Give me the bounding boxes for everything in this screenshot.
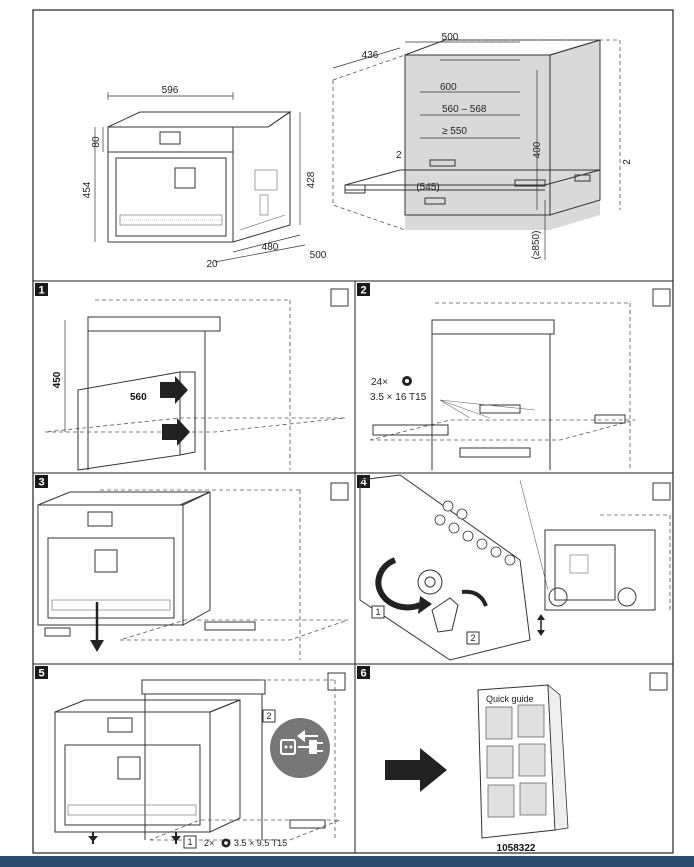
sub-step-box xyxy=(371,605,385,619)
step-4-panel: 4 1 2 xyxy=(357,474,671,661)
booklet-title: Quick guide xyxy=(486,694,534,704)
step-checkbox[interactable] xyxy=(649,672,668,691)
document-code: 1058322 xyxy=(497,843,536,854)
dim-label: 500 xyxy=(310,250,327,261)
step-6-panel: 6 Quick guide 1058322 xyxy=(357,666,668,854)
dim-label: 450 xyxy=(52,371,63,388)
appliance-drawing: 596 454 80 428 480 500 20 xyxy=(82,85,327,270)
dim-label: 480 xyxy=(262,242,279,253)
step-number: 2 xyxy=(360,285,366,297)
step-number: 1 xyxy=(38,285,44,297)
sub-step-box xyxy=(183,835,197,849)
screw-spec: 3.5 × 16 T15 xyxy=(370,392,427,403)
step-number: 6 xyxy=(360,668,366,680)
step-checkbox[interactable] xyxy=(327,672,346,691)
step-checkbox[interactable] xyxy=(652,482,671,501)
niche-drawing: 436 500 600 560 – 568 ≥ 550 400 2 2 (545… xyxy=(332,32,633,260)
dim-label: 500 xyxy=(442,32,459,43)
dim-label: 560 xyxy=(130,392,147,403)
arrow-icon xyxy=(385,748,447,792)
sub-step-label: 2 xyxy=(266,711,271,721)
dim-label: 596 xyxy=(162,85,179,96)
overview-panel: 596 454 80 428 480 500 20 xyxy=(82,32,633,270)
dim-label: 454 xyxy=(82,181,93,198)
step-checkbox[interactable] xyxy=(652,288,671,307)
torx-icon-center xyxy=(405,379,409,383)
step-3-panel: 3 xyxy=(35,475,349,660)
dim-label: 2 xyxy=(396,150,402,161)
step-badge xyxy=(35,666,48,679)
step-badge xyxy=(35,283,48,296)
screw-count: 24× xyxy=(371,377,388,388)
step-number: 5 xyxy=(38,668,44,680)
dim-label: (545) xyxy=(416,182,439,193)
sheet-frame xyxy=(32,9,674,854)
screw-count: 2× xyxy=(204,838,214,848)
dim-label: 20 xyxy=(206,259,218,270)
step-1-panel: 1 450 560 xyxy=(35,283,349,471)
sub-step-label: 1 xyxy=(375,607,380,617)
screw-spec: 3.5 × 9.5 T15 xyxy=(234,838,287,848)
dim-label: 2 xyxy=(622,159,633,165)
step-checkbox[interactable] xyxy=(330,482,349,501)
sub-step-box xyxy=(262,709,276,723)
step-badge xyxy=(357,666,370,679)
sub-step-label: 2 xyxy=(470,633,475,643)
step-number: 3 xyxy=(38,477,44,489)
step-2-panel: 2 24× 3.5 × 16 T15 xyxy=(357,283,671,470)
dim-label: 560 – 568 xyxy=(442,104,487,115)
sub-step-box xyxy=(466,631,480,645)
torx-icon-center xyxy=(224,841,228,845)
step-badge xyxy=(35,475,48,488)
step-checkbox[interactable] xyxy=(330,288,349,307)
dim-label: 600 xyxy=(440,82,457,93)
footer-bar xyxy=(0,856,694,867)
dim-label: 80 xyxy=(91,136,102,148)
dim-label: ≥ 550 xyxy=(442,126,467,137)
dim-label: (≥850) xyxy=(531,231,542,260)
dim-label: 428 xyxy=(306,171,317,188)
dim-label: 400 xyxy=(532,141,543,158)
step-number: 4 xyxy=(360,477,367,489)
step-badge xyxy=(357,283,370,296)
dim-label: 436 xyxy=(362,50,379,61)
sub-step-label: 1 xyxy=(187,837,192,847)
step-5-panel: 5 2 1 2× 3.5 × 9.5 xyxy=(35,666,346,849)
